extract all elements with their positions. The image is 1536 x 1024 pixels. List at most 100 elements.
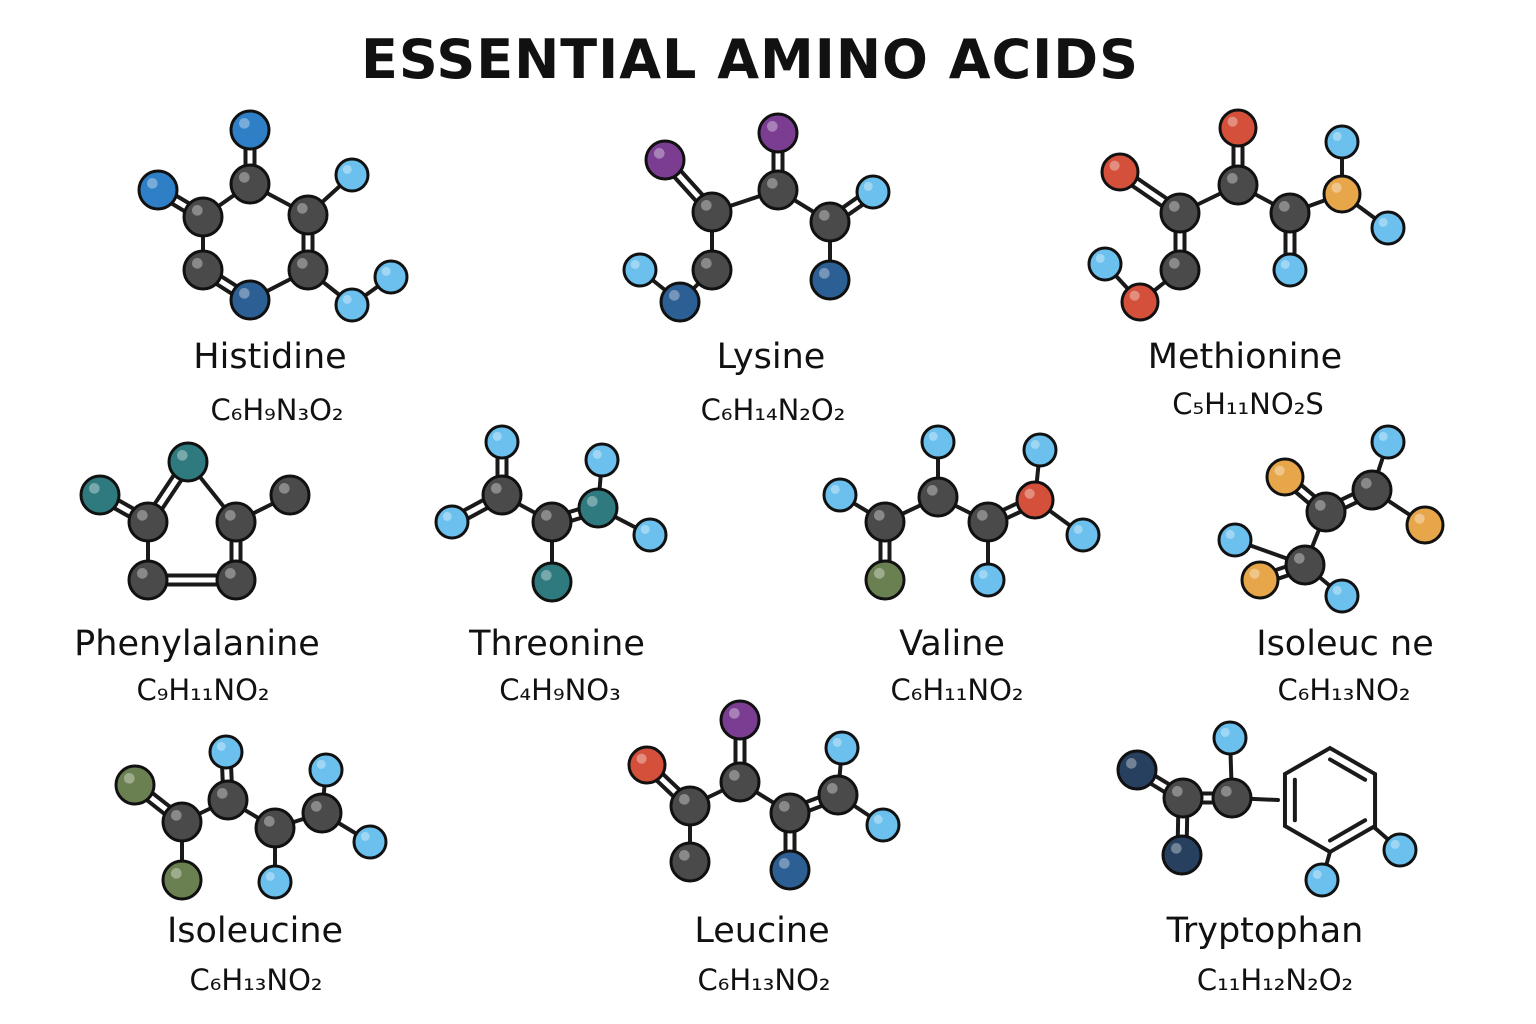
light-blue-atom [373, 259, 409, 295]
atom-highlight [1274, 465, 1285, 476]
carbon-atom [757, 169, 799, 211]
carbon-atom [1351, 469, 1393, 511]
atom-highlight [1414, 513, 1425, 524]
light-blue-atom [1272, 252, 1308, 288]
carbon-atom [1159, 192, 1201, 234]
orange-atom [1405, 505, 1445, 545]
light-blue-atom [334, 157, 370, 193]
light-blue-atom [308, 752, 344, 788]
molecule-name: Isoleucine [167, 911, 343, 951]
atom-highlight [136, 568, 148, 579]
dark-blue-atom [229, 279, 271, 321]
atom-highlight [830, 484, 840, 494]
carbon-atom [1305, 491, 1347, 533]
carbon-atom [182, 196, 224, 238]
atom-highlight [678, 850, 690, 861]
atom-highlight [278, 483, 290, 494]
dark-blue-atom [769, 849, 811, 891]
atom-highlight [1312, 869, 1322, 879]
light-blue-atom [1212, 720, 1248, 756]
light-blue-atom [822, 477, 858, 513]
light-blue-atom [257, 864, 293, 900]
atom-highlight [1360, 478, 1372, 489]
atom-highlight [170, 810, 182, 821]
carbon-atom [967, 501, 1009, 543]
atom-highlight [216, 788, 228, 799]
carbon-atom [1211, 777, 1253, 819]
light-blue-atom [352, 824, 388, 860]
red-atom [1100, 152, 1140, 192]
atom-highlight [826, 783, 838, 794]
molecule-name: Phenylalanine [74, 624, 320, 664]
carbon-atom [809, 201, 851, 243]
atom-highlight [778, 858, 790, 869]
atom-highlight [123, 773, 135, 784]
molecule-formula: C₁₁H₁₂N₂O₂ [1197, 963, 1353, 997]
atom-highlight [1226, 173, 1238, 184]
purple-atom [644, 139, 686, 181]
atom-highlight [136, 510, 148, 521]
atom-highlight [1249, 568, 1260, 579]
carbon-atom [1159, 249, 1201, 291]
carbon-atom [1162, 777, 1204, 819]
page-title: ESSENTIAL AMINO ACIDS [360, 28, 1139, 91]
atom-highlight [1227, 116, 1238, 127]
atom-highlight [381, 266, 391, 276]
molecule-formula: C₄H₉NO₃ [499, 673, 620, 707]
atom-highlight [1220, 786, 1232, 797]
atom-highlight [1378, 431, 1388, 441]
carbon-atom [229, 163, 271, 205]
atom-highlight [778, 801, 790, 812]
carbon-atom [719, 761, 761, 803]
atom-highlight [728, 770, 740, 781]
atom-highlight [832, 737, 842, 747]
purple-atom [757, 112, 799, 154]
carbon-atom [161, 801, 203, 843]
carbon-atom [481, 474, 523, 516]
carbon-atom [215, 501, 257, 543]
atom-highlight [766, 121, 778, 132]
atom-highlight [873, 510, 885, 521]
atom-highlight [296, 258, 308, 269]
light-blue-atom [1370, 424, 1406, 460]
carbon-atom [269, 474, 311, 516]
light-blue-atom [632, 517, 668, 553]
atom-highlight [818, 210, 830, 221]
olive-atom [161, 859, 203, 901]
atom-highlight [238, 172, 250, 183]
carbon-atom [127, 501, 169, 543]
light-blue-atom [584, 442, 620, 478]
atom-highlight [490, 483, 502, 494]
benzene-ring [1282, 745, 1378, 855]
atom-highlight [540, 570, 552, 581]
atom-highlight [296, 203, 308, 214]
molecule-name: Methionine [1148, 337, 1342, 377]
light-blue-atom [622, 252, 658, 288]
atom-highlight [1314, 500, 1326, 511]
atom-highlight [592, 449, 602, 459]
atom-highlight [176, 450, 188, 461]
carbon-atom [254, 807, 296, 849]
atom-highlight [1280, 259, 1290, 269]
atom-highlight [1390, 839, 1400, 849]
carbon-atom [769, 792, 811, 834]
carbon-atom [127, 559, 169, 601]
molecule-name: Histidine [193, 337, 346, 377]
dark-blue-atom [659, 281, 701, 323]
olive-atom [864, 559, 906, 601]
atom-highlight [224, 510, 236, 521]
carbon-atom [1269, 192, 1311, 234]
light-blue-atom [865, 807, 901, 843]
navy-atom [1161, 834, 1203, 876]
atom-highlight [191, 205, 203, 216]
atom-highlight [1332, 131, 1342, 141]
red-atom [1120, 282, 1160, 322]
light-blue-atom [1324, 124, 1360, 160]
atom-highlight [1073, 524, 1083, 534]
atom-highlight [678, 794, 690, 805]
